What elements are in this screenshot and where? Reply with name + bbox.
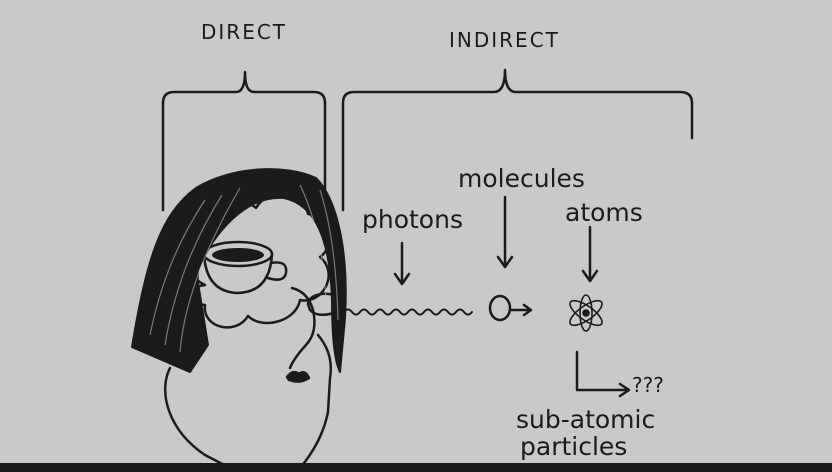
molecules-arrow xyxy=(498,197,512,267)
photons-label: photons xyxy=(362,205,463,234)
coffee-cup-icon xyxy=(204,242,286,293)
unknown-label: ??? xyxy=(632,373,664,397)
subatomic-label-line2: particles xyxy=(520,432,627,461)
subatomic-arrow xyxy=(577,352,629,396)
direct-label: DIRECT xyxy=(201,20,287,44)
indirect-label: INDIRECT xyxy=(449,28,560,52)
photon-wave-icon xyxy=(344,310,472,315)
subatomic-label-line1: sub-atomic xyxy=(516,405,655,434)
atoms-arrow xyxy=(583,227,597,281)
atoms-label: atoms xyxy=(565,198,643,227)
molecule-icon xyxy=(490,296,531,320)
lips-icon xyxy=(287,372,309,382)
bottom-frame xyxy=(0,463,832,472)
atom-icon xyxy=(566,295,605,331)
photons-arrow xyxy=(395,243,409,284)
molecules-label: molecules xyxy=(458,164,585,193)
